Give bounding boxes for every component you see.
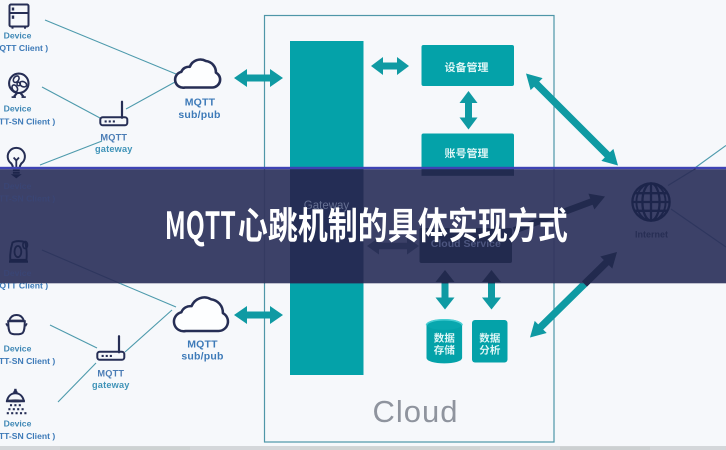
svg-text:MQTT: MQTT xyxy=(100,133,127,143)
svg-text:Device: Device xyxy=(4,104,32,114)
svg-text:MQTT: MQTT xyxy=(187,339,218,351)
svg-text:( MQTT Client ): ( MQTT Client ) xyxy=(0,43,48,53)
svg-text:( MQTT-SN Client ): ( MQTT-SN Client ) xyxy=(0,117,55,127)
svg-text:sub/pub: sub/pub xyxy=(178,109,220,121)
svg-text:MQTT: MQTT xyxy=(97,369,124,379)
svg-text:Device: Device xyxy=(4,268,32,278)
svg-text:Device: Device xyxy=(4,419,32,429)
svg-text:gateway: gateway xyxy=(95,144,133,154)
svg-text:( MQTT-SN Client ): ( MQTT-SN Client ) xyxy=(0,194,55,204)
svg-text:Device: Device xyxy=(4,344,32,354)
svg-text:Internet: Internet xyxy=(635,230,668,240)
svg-text:gateway: gateway xyxy=(92,380,130,390)
svg-text:( MQTT-SN Client ): ( MQTT-SN Client ) xyxy=(0,431,55,441)
svg-text:Device: Device xyxy=(4,181,32,191)
svg-text:( MQTT-SN Client ): ( MQTT-SN Client ) xyxy=(0,356,55,366)
svg-text:sub/pub: sub/pub xyxy=(181,351,223,363)
svg-text:Device: Device xyxy=(4,31,32,41)
svg-text:Cloud: Cloud xyxy=(373,394,459,429)
svg-text:Cloud Service: Cloud Service xyxy=(431,238,501,250)
svg-text:( MQTT Client ): ( MQTT Client ) xyxy=(0,281,48,291)
svg-text:MQTT: MQTT xyxy=(185,97,216,109)
svg-text:Gateway: Gateway xyxy=(304,200,350,212)
